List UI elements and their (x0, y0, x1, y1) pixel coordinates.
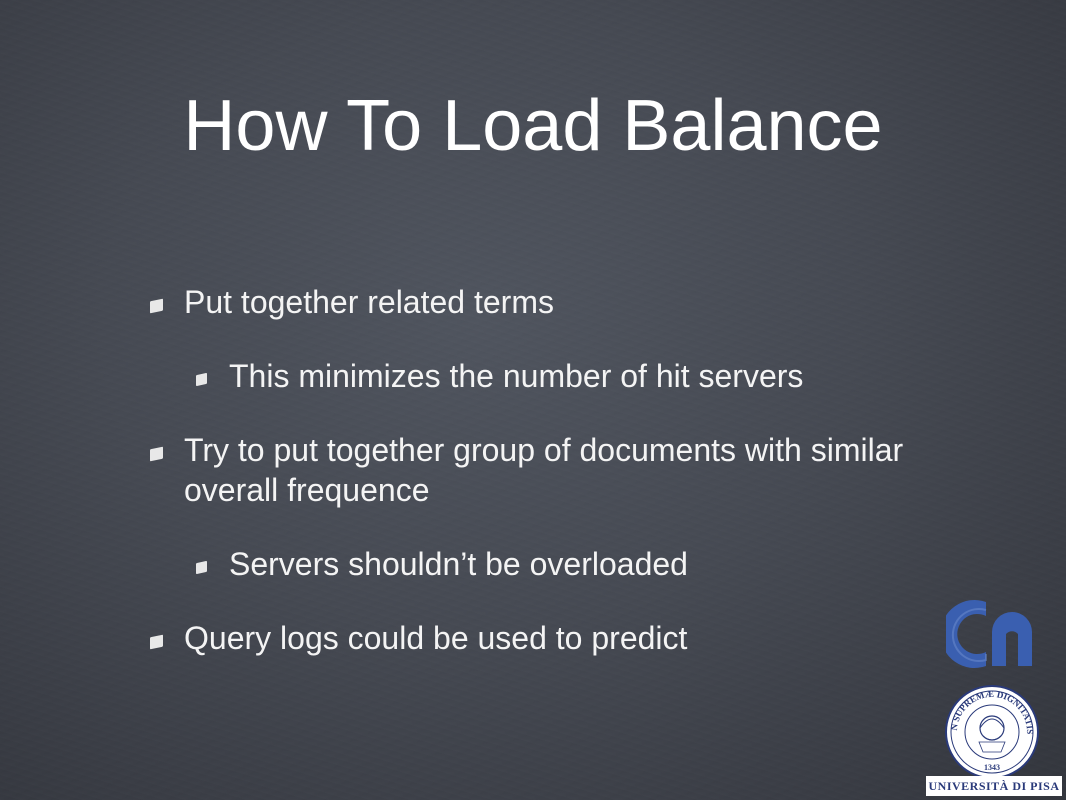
sub-bullet-text: This minimizes the number of hit servers (229, 358, 804, 394)
sub-bullet-text: Servers shouldn’t be overloaded (229, 546, 688, 582)
bullet-item: Put together related terms (148, 282, 948, 322)
bullet-list: Put together related terms This minimize… (148, 282, 948, 658)
bullet-square-icon (150, 298, 163, 314)
bullet-text: Try to put together group of documents w… (184, 432, 904, 508)
bullet-item: Try to put together group of documents w… (148, 430, 948, 510)
sub-bullet-square-icon (196, 372, 207, 387)
bullet-item: Query logs could be used to predict (148, 618, 948, 658)
bullet-text: Put together related terms (184, 284, 554, 320)
university-name: UNIVERSITÀ DI PISA (926, 776, 1062, 796)
university-seal-icon: IN SUPREMÆ DIGNITATIS 1343 (943, 684, 1039, 779)
slide-title: How To Load Balance (183, 86, 883, 166)
sub-bullet-item: Servers shouldn’t be overloaded (148, 544, 948, 584)
bullet-square-icon (150, 446, 163, 462)
sub-bullet-item: This minimizes the number of hit servers (148, 356, 948, 396)
bullet-square-icon (150, 634, 163, 650)
sub-bullet-square-icon (196, 560, 207, 575)
seal-year: 1343 (984, 763, 1000, 772)
bullet-text: Query logs could be used to predict (184, 620, 688, 656)
cnr-logo-icon (946, 600, 1032, 668)
